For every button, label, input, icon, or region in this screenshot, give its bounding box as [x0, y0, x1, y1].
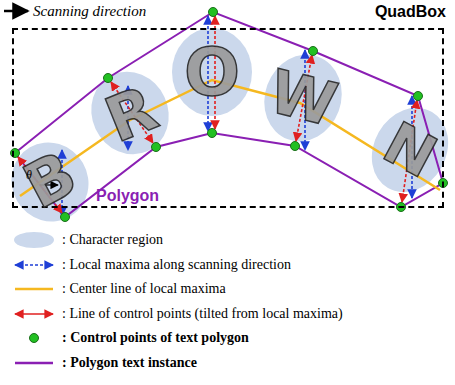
control-line-swatch: [15, 313, 53, 315]
legend-row: : Control points of text polygon: [12, 327, 249, 349]
legend-text: : Control points of text polygon: [62, 330, 249, 346]
centerline-swatch: [15, 288, 53, 291]
legend-swatch: [12, 279, 56, 299]
legend-swatch: [12, 328, 56, 348]
legend-row: : Local maxima along scanning direction: [12, 254, 291, 276]
local-maxima: [62, 16, 412, 216]
direction-label: Scanning direction: [33, 3, 146, 20]
legend-text: : Local maxima along scanning direction: [62, 257, 291, 273]
legend-text: : Polygon text instance: [62, 355, 197, 371]
legend-text: : Center line of local maxima: [62, 281, 226, 297]
box-title: QuadBox: [375, 3, 446, 21]
letter: O: [184, 34, 240, 111]
region-swatch: [14, 232, 54, 248]
scan-arrow: [4, 10, 28, 13]
point-swatch: [30, 334, 39, 343]
angle-symbol: θ: [26, 168, 32, 183]
legend-swatch: [12, 230, 56, 250]
legend-row: : Center line of local maxima: [12, 278, 226, 300]
polygon-label: Polygon: [96, 187, 159, 205]
maxima-swatch: [15, 264, 53, 266]
legend-swatch: [12, 255, 56, 275]
legend-swatch: [12, 304, 56, 324]
legend-row: : Polygon text instance: [12, 352, 197, 374]
polygon-swatch: [15, 361, 53, 364]
legend-row: : Character region: [12, 229, 163, 251]
character-regions: [0, 28, 455, 236]
legend-text: : Line of control points (tilted from lo…: [62, 306, 343, 322]
legend-row: : Line of control points (tilted from lo…: [12, 303, 343, 325]
legend-text: : Character region: [62, 232, 163, 248]
legend-swatch: [12, 353, 56, 373]
